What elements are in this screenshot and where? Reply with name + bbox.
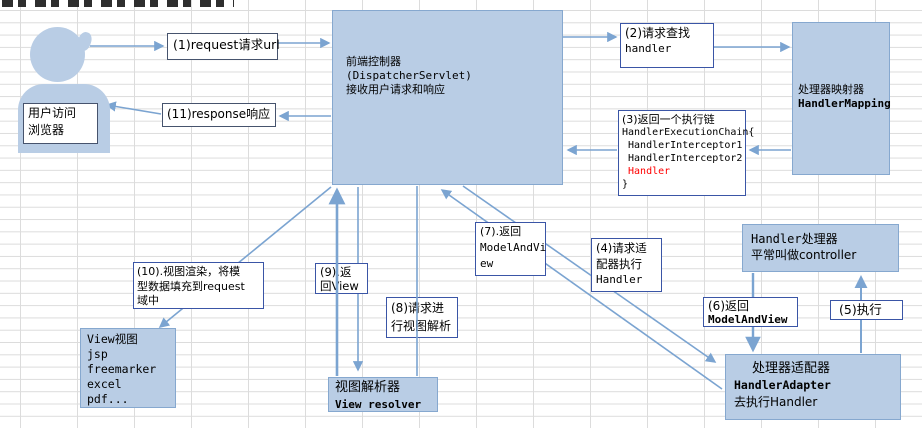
step8-line-2: 行视图解析 (391, 319, 452, 333)
adapter-title: 处理器适配器 (752, 361, 831, 376)
user-head-icon (30, 27, 85, 82)
step10-line-1: (10).视图渲染，将模 (137, 265, 241, 278)
adapter-classname: HandlerAdapter (734, 378, 831, 392)
dispatcher-line-3: 接收用户请求和响应 (346, 83, 445, 96)
step2-line-2: handler (625, 42, 672, 55)
step6-return-modelandview-label[interactable]: (6)返回 ModelAndView (703, 297, 798, 327)
step3-execution-chain-label[interactable]: (3)返回一个执行链 HandlerExecutionChain{ Handle… (618, 110, 755, 196)
step2-find-handler-label[interactable]: (2)请求查找 handler (620, 23, 714, 68)
view-title: View视图 (87, 332, 138, 346)
user-label-line-1: 用户访问 (28, 106, 77, 120)
step10-line-2: 型数据填充到request (137, 279, 245, 293)
adapter-subtitle: 去执行Handler (734, 395, 818, 409)
handler-mapping-node[interactable]: 处理器映射器 HandlerMapping (792, 22, 891, 175)
step7-line-2: ModelAndVi (480, 241, 547, 254)
step3-line-4: HandlerInterceptor2 (622, 153, 743, 164)
step4-line-2: 配器执行 (596, 257, 642, 271)
dispatcher-servlet-node[interactable]: 前端控制器 (DispatcherServlet) 接收用户请求和响应 (332, 10, 563, 185)
step4-line-3: Handler (596, 273, 643, 286)
resolver-classname: View resolver (335, 398, 422, 411)
handler-adapter-node[interactable]: 处理器适配器 HandlerAdapter 去执行Handler (725, 354, 901, 420)
step5-text: (5)执行 (839, 302, 882, 317)
step4-line-1: (4)请求适 (596, 241, 647, 255)
step8-line-1: (8)请求进 (391, 301, 444, 315)
handler-mapping-classname: HandlerMapping (798, 97, 891, 110)
step9-line-1: (9).返 (320, 265, 352, 279)
step7-return-modelandview-label[interactable]: (7).返回 ModelAndVi ew (475, 222, 546, 276)
user-label-line-2: 浏览器 (28, 123, 65, 137)
step6-line-2: ModelAndView (708, 313, 788, 326)
user-head-side-icon (75, 30, 94, 53)
handler-mapping-title: 处理器映射器 (798, 83, 864, 96)
step9-return-view-label[interactable]: (9).返 回View (315, 263, 368, 294)
handler-node[interactable]: Handler处理器 平常叫做controller (742, 224, 899, 272)
step3-line-6: } (622, 179, 629, 190)
dispatcher-line-2: (DispatcherServlet) (346, 69, 472, 82)
arrow-adapter-return-modelandview (440, 189, 723, 390)
arrow-step11-to-user (105, 101, 162, 115)
view-type-freemarker: freemarker (87, 362, 157, 376)
step6-line-1: (6)返回 (708, 299, 749, 313)
step11-text: (11)response响应 (167, 107, 271, 121)
handler-title: Handler处理器 (751, 232, 838, 246)
view-type-excel: excel (87, 377, 122, 391)
resolver-title: 视图解析器 (335, 380, 401, 395)
step7-line-1: (7).返回 (480, 225, 522, 238)
step3-line-2: HandlerExecutionChain{ (622, 127, 755, 138)
step3-line-1: (3)返回一个执行链 (622, 113, 715, 126)
step7-line-3: ew (480, 257, 494, 270)
step10-render-label[interactable]: (10).视图渲染，将模 型数据填充到request 域中 (133, 262, 264, 309)
step3-handler-red: Handler (622, 166, 671, 177)
step5-execute-label[interactable]: (5)执行 (830, 300, 903, 320)
handler-subtitle: 平常叫做controller (751, 248, 857, 262)
view-node[interactable]: View视图 jsp freemarker excel pdf... (80, 328, 176, 408)
dispatcher-line-1: 前端控制器 (346, 55, 401, 68)
user-browser-label[interactable]: 用户访问 浏览器 (23, 103, 98, 144)
step9-line-2: 回View (320, 279, 359, 293)
step2-line-1: (2)请求查找 (625, 26, 690, 40)
step4-request-adapter-label[interactable]: (4)请求适 配器执行 Handler (591, 238, 662, 292)
step10-line-3: 域中 (137, 294, 159, 307)
step8-view-resolve-label[interactable]: (8)请求进 行视图解析 (386, 297, 458, 338)
view-type-jsp: jsp (87, 347, 108, 361)
step3-line-3: HandlerInterceptor1 (622, 140, 743, 151)
step1-request-label[interactable]: (1)request请求url (167, 33, 280, 60)
clipped-heading-fragments (2, 0, 234, 7)
view-resolver-node[interactable]: 视图解析器 View resolver (328, 377, 438, 412)
view-type-pdf: pdf... (87, 392, 129, 406)
step1-text: (1)request请求url (173, 37, 280, 52)
step11-response-label[interactable]: (11)response响应 (162, 103, 276, 127)
